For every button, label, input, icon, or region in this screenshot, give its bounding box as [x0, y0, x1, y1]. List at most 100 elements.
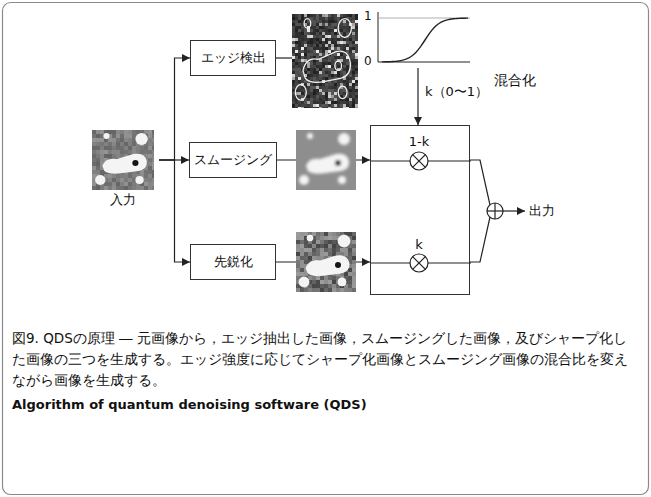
noise-pixel [128, 134, 132, 138]
noise-pixel [352, 50, 355, 53]
noise-pixel [148, 166, 152, 170]
noise-pixel [132, 146, 136, 150]
noise-pixel [328, 107, 331, 108]
noise-pixel [310, 17, 313, 20]
noise-pixel [100, 186, 104, 190]
noise-pixel [292, 68, 295, 71]
noise-pixel [352, 35, 355, 38]
noise-pixel [298, 23, 301, 26]
noise-pixel [300, 268, 304, 272]
noise-pixel [295, 74, 298, 77]
noise-pixel [316, 95, 319, 98]
noise-pixel [292, 29, 295, 32]
noise-pixel [295, 29, 298, 32]
noise-pixel [334, 20, 337, 23]
noise-pixel [352, 47, 355, 50]
noise-pixel [316, 74, 319, 77]
noise-pixel [313, 29, 316, 32]
noise-pixel [348, 276, 352, 280]
noise-pixel [298, 47, 301, 50]
noise-pixel [355, 92, 358, 95]
noise-pixel [352, 92, 355, 95]
noise-pixel [319, 23, 322, 26]
noise-pixel [116, 186, 120, 190]
noise-pixel [292, 32, 295, 35]
noise-pixel [128, 142, 132, 146]
noise-pixel [319, 53, 322, 56]
noise-pixel [337, 53, 340, 56]
sigmoid-curve [382, 18, 468, 62]
noise-pixel [96, 162, 100, 166]
noise-pixel [343, 62, 346, 65]
noise-pixel [148, 162, 152, 166]
noise-pixel [340, 92, 343, 95]
process-box: スムージング [189, 142, 277, 178]
noise-pixel [307, 92, 310, 95]
noise-pixel [292, 77, 295, 80]
noise-pixel [331, 89, 334, 92]
noise-pixel [319, 44, 322, 47]
noise-pixel [292, 23, 295, 26]
noise-pixel [304, 41, 307, 44]
noise-pixel [337, 41, 340, 44]
noise-pixel [112, 174, 116, 178]
noise-pixel [316, 104, 319, 107]
noise-pixel [325, 20, 328, 23]
noise-pixel [301, 80, 304, 83]
noise-pixel [325, 26, 328, 29]
noise-pixel [298, 32, 301, 35]
noise-pixel [312, 232, 316, 236]
sigmoid-graph [378, 12, 470, 62]
noise-pixel [324, 252, 328, 256]
noise-pixel [343, 44, 346, 47]
noise-pixel [304, 107, 307, 108]
noise-pixel [343, 29, 346, 32]
noise-pixel [322, 38, 325, 41]
noise-pixel [343, 71, 346, 74]
bright-spot [338, 235, 350, 247]
noise-pixel [292, 53, 295, 56]
figure-caption: 図9. QDSの原理 ― 元画像から，エッジ抽出した画像，スムージングした画像，… [12, 328, 636, 391]
noise-pixel [331, 20, 334, 23]
noise-pixel [116, 150, 120, 154]
noise-pixel [316, 26, 319, 29]
noise-pixel [316, 86, 319, 89]
noise-pixel [295, 62, 298, 65]
noise-pixel [120, 142, 124, 146]
input-image: 入力 [87, 130, 159, 208]
noise-pixel [296, 252, 300, 256]
bright-spot [95, 175, 105, 185]
adder-circle [487, 203, 503, 219]
noise-pixel [316, 62, 319, 65]
noise-pixel [324, 244, 328, 248]
noise-pixel [324, 280, 328, 284]
noise-pixel [355, 83, 358, 86]
noise-pixel [120, 186, 124, 190]
noise-pixel [295, 80, 298, 83]
noise-pixel [348, 248, 352, 252]
noise-pixel [313, 98, 316, 101]
noise-pixel [346, 80, 349, 83]
noise-pixel [292, 83, 295, 86]
process-box: 先鋭化 [190, 244, 276, 280]
noise-pixel [355, 65, 358, 68]
noise-pixel [352, 83, 355, 86]
noise-pixel [322, 26, 325, 29]
noise-pixel [331, 44, 334, 47]
noise-pixel [331, 32, 334, 35]
noise-pixel [337, 35, 340, 38]
noise-pixel [352, 280, 356, 284]
noise-pixel [298, 41, 301, 44]
noise-pixel [331, 74, 334, 77]
noise-pixel [295, 41, 298, 44]
noise-pixel [296, 244, 300, 248]
noise-pixel [352, 14, 355, 17]
noise-pixel [337, 47, 340, 50]
noise-pixel [96, 142, 100, 146]
noise-pixel [355, 23, 358, 26]
noise-pixel [316, 44, 319, 47]
multiplier-circle [410, 152, 428, 170]
noise-pixel [343, 38, 346, 41]
noise-pixel [331, 71, 334, 74]
noise-pixel [124, 130, 128, 134]
